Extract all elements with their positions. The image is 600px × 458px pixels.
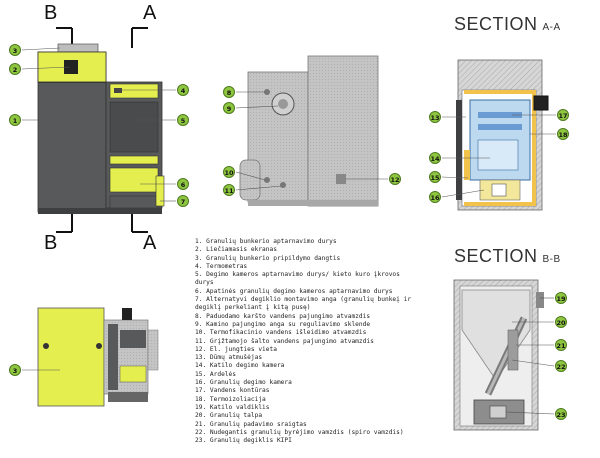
callout-marker-c21: 21 [555,339,567,351]
section-b-b-heading: SECTION B-B [454,246,561,267]
callout-marker-c1: 1 [9,114,21,126]
legend-item: 5. Degimo kameros aptarnavimo durys/ kie… [195,271,400,287]
legend-item: 6. Apatinės granulių degimo kameros apta… [195,287,393,295]
legend-item: 16. Granulių degimo kamera [195,379,292,387]
callout-marker-c14: 14 [429,152,441,164]
legend-item: 15. Ardelės [195,370,236,378]
section-b-b-drawing [453,279,544,431]
cut-mark-a-bottom: A [143,232,157,254]
callout-marker-c17: 17 [557,109,569,121]
legend-item: 10. Termofikacinio vandens išleidimo atv… [195,329,367,337]
legend-item: 19. Katilo valdiklis [195,403,270,411]
callout-marker-c6: 6 [177,178,189,190]
legend-item: 11. Grįžtamojo šalto vandens pajungimo a… [195,337,374,345]
legend-item: 12. El. jungties vieta [195,345,277,353]
legend-item: 7. Alternatyvi degiklio montavimo anga (… [195,296,412,312]
callout-marker-c23: 23 [555,408,567,420]
legend-item: 13. Dūmų atmušėjas [195,354,263,362]
callout-marker-c18: 18 [557,128,569,140]
legend-item: 14. Katilo degimo kamera [195,362,285,370]
callout-marker-c4: 4 [177,84,189,96]
callout-marker-c11: 11 [223,184,235,196]
callout-leaders [21,47,556,415]
cut-mark-b-top: B [44,2,58,24]
callout-marker-c5: 5 [177,114,189,126]
callout-marker-c7: 7 [177,195,189,207]
legend-item: 21. Granulių padavimo sraigtas [195,420,307,428]
legend-item: 8. Paduodamo karšto vandens pajungimo at… [195,312,371,320]
callout-marker-c19: 19 [555,292,567,304]
front-view [37,27,165,233]
section-a-a-drawing [456,59,549,211]
side-view [239,55,379,207]
legend-item: 18. Termoizoliacija [195,395,266,403]
callout-marker-c2: 2 [9,63,21,75]
section-b-b-label: SECTION [454,246,538,266]
bottom-view [37,307,159,407]
legend-item: 17. Vandens kontūras [195,387,270,395]
cut-mark-a-top: A [143,2,157,24]
legend-item: 22. Nudegantis granulių byrėjimo vamzdis… [195,428,404,436]
callout-marker-c10: 10 [223,166,235,178]
legend-item: 23. Granulių degiklis KIPI [195,437,292,445]
callout-marker-c13: 13 [429,111,441,123]
callout-marker-c20: 20 [555,316,567,328]
section-b-b-suffix: B-B [542,254,561,265]
cut-mark-b-bottom: B [44,232,58,254]
legend-item: 1. Granulių bunkerio aptarnavimo durys [195,238,337,245]
callout-marker-c16: 16 [429,191,441,203]
callout-marker-c12: 12 [389,173,401,185]
legend-item: 4. Termometras [195,262,248,270]
callout-marker-c3: 3 [9,44,21,56]
callout-marker-c22: 22 [555,360,567,372]
section-a-a-suffix: A-A [542,22,561,33]
callout-marker-c3b: 3 [9,364,21,376]
legend-item: 9. Kamino pajungimo anga su reguliavimo … [195,320,371,328]
legend-item: 2. Liečiamasis ekranas [195,246,277,254]
legend-item: 20. Granulių talpa [195,412,263,420]
section-a-a-heading: SECTION A-A [454,14,561,35]
callout-marker-c15: 15 [429,171,441,183]
legend-item: 3. Granulių bunkerio pripildymo dangtis [195,254,341,262]
callout-marker-c9: 9 [223,102,235,114]
section-a-a-label: SECTION [454,14,538,34]
callout-marker-c8: 8 [223,86,235,98]
